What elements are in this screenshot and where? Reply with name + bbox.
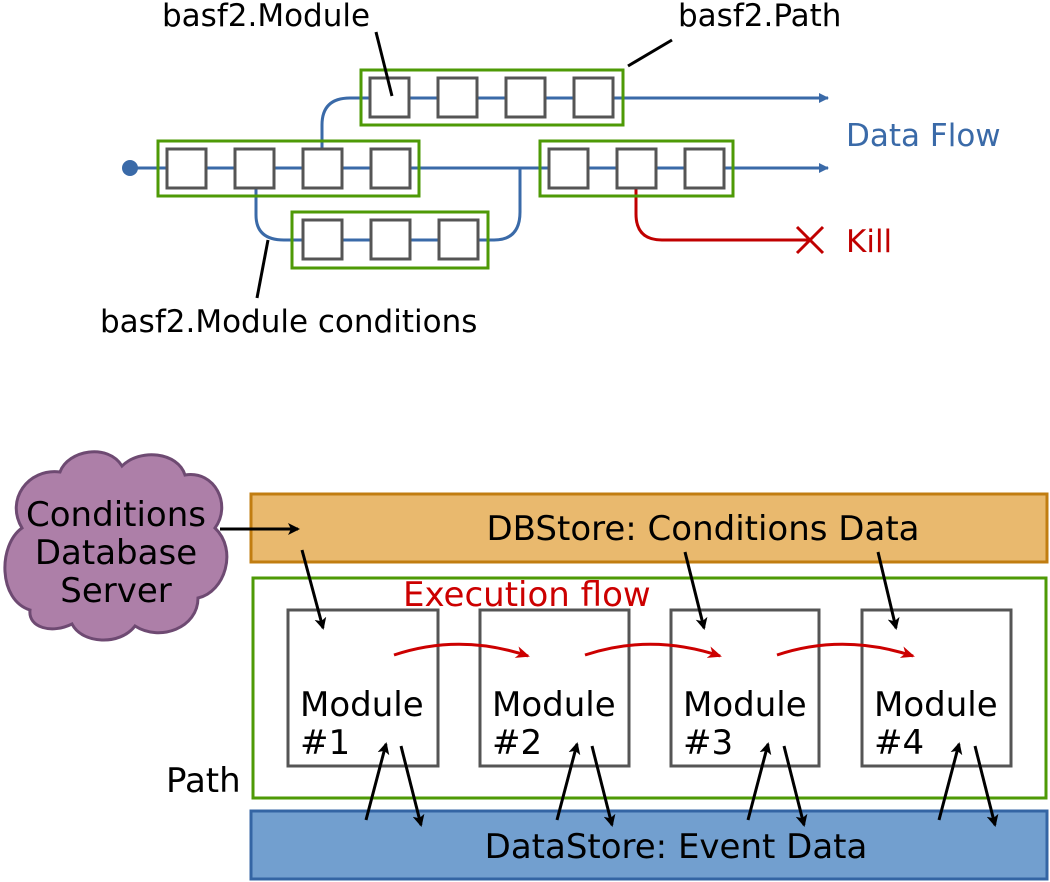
module-box	[369, 147, 412, 190]
upper-branch-line	[320, 93, 829, 150]
module-name: Module	[874, 685, 998, 725]
module-box	[301, 218, 344, 261]
module-box	[669, 608, 821, 768]
module-number: #4	[874, 723, 924, 763]
datastore-to-module-3-arrow	[746, 742, 772, 821]
module-box	[369, 218, 412, 261]
execution-flow-label: Execution flow	[403, 575, 651, 615]
module-2: Module #2	[478, 608, 631, 768]
path-box	[251, 576, 1048, 800]
module-number: #1	[300, 723, 350, 763]
cloud-line-3: Server	[60, 571, 172, 611]
bottom-diagram: Conditions Database Server DBStore: Cond…	[3, 450, 1049, 881]
module-box	[478, 608, 631, 768]
module-box	[286, 608, 440, 768]
db-to-module-3-arrow	[683, 551, 708, 630]
module-box	[437, 218, 480, 261]
datastore-to-module-2-arrow	[555, 742, 581, 821]
module-name: Module	[683, 685, 807, 725]
cloud-line-1: Conditions	[26, 495, 206, 535]
datastore-to-module-4-arrow	[937, 742, 963, 821]
exec-arrow-2-3	[584, 642, 722, 658]
exec-arrow-1-2	[393, 642, 530, 658]
module-2-to-datastore-arrow	[590, 745, 616, 827]
module-3-to-datastore-arrow	[782, 745, 808, 827]
module-4: Module #4	[860, 608, 1013, 768]
module-name: Module	[492, 685, 616, 725]
path-right	[538, 139, 735, 198]
label-pointers	[255, 31, 673, 299]
module-pointer	[374, 31, 394, 97]
path-main	[156, 139, 421, 198]
cloud-line-2: Database	[35, 533, 197, 573]
kill-line	[634, 188, 810, 242]
datastore-label: DataStore: Event Data	[485, 827, 868, 867]
kill-branch	[634, 188, 825, 255]
module-box	[301, 147, 344, 190]
module-box	[547, 147, 590, 190]
module-1: Module #1	[286, 608, 440, 768]
dbstore-bar	[249, 492, 1049, 564]
conditions-database-cloud	[3, 450, 229, 642]
path-pointer	[627, 38, 673, 68]
path-groups	[156, 68, 735, 270]
module-box	[436, 76, 479, 119]
top-diagram: basf2.Module basf2.Path Data Flow Kill b…	[100, 0, 1001, 340]
module-box	[615, 147, 658, 190]
path-upper	[359, 68, 625, 127]
path-lower	[290, 210, 490, 270]
dbstore-label: DBStore: Conditions Data	[487, 509, 920, 549]
db-to-module-4-arrow	[876, 551, 900, 630]
module-name: Module	[300, 685, 424, 725]
execution-arrows	[393, 642, 915, 658]
module-box	[165, 147, 208, 190]
module-number: #3	[683, 723, 733, 763]
module-box	[572, 76, 615, 119]
datastore-to-module-1-arrow	[364, 742, 390, 821]
db-to-module-1-arrow	[300, 549, 327, 630]
module-box	[860, 608, 1013, 768]
flow-start-dot	[122, 160, 138, 176]
module-number: #2	[492, 723, 542, 763]
module-3: Module #3	[669, 608, 821, 768]
path-box-label: Path	[166, 761, 241, 801]
module-label: basf2.Module	[162, 0, 370, 34]
module-box	[504, 76, 547, 119]
conditions-label: basf2.Module conditions	[100, 304, 477, 340]
conditions-pointer	[255, 239, 270, 299]
path-label: basf2.Path	[678, 0, 841, 34]
exec-arrow-3-4	[776, 642, 915, 658]
datastore-bar	[249, 809, 1049, 881]
module-box	[233, 147, 276, 190]
kill-label: Kill	[846, 224, 892, 260]
data-arrows	[220, 523, 999, 827]
module-1-to-datastore-arrow	[399, 745, 425, 827]
kill-x-icon	[795, 225, 825, 255]
module-4-to-datastore-arrow	[973, 745, 999, 827]
module-box	[683, 147, 726, 190]
data-flow-label: Data Flow	[846, 118, 1001, 154]
